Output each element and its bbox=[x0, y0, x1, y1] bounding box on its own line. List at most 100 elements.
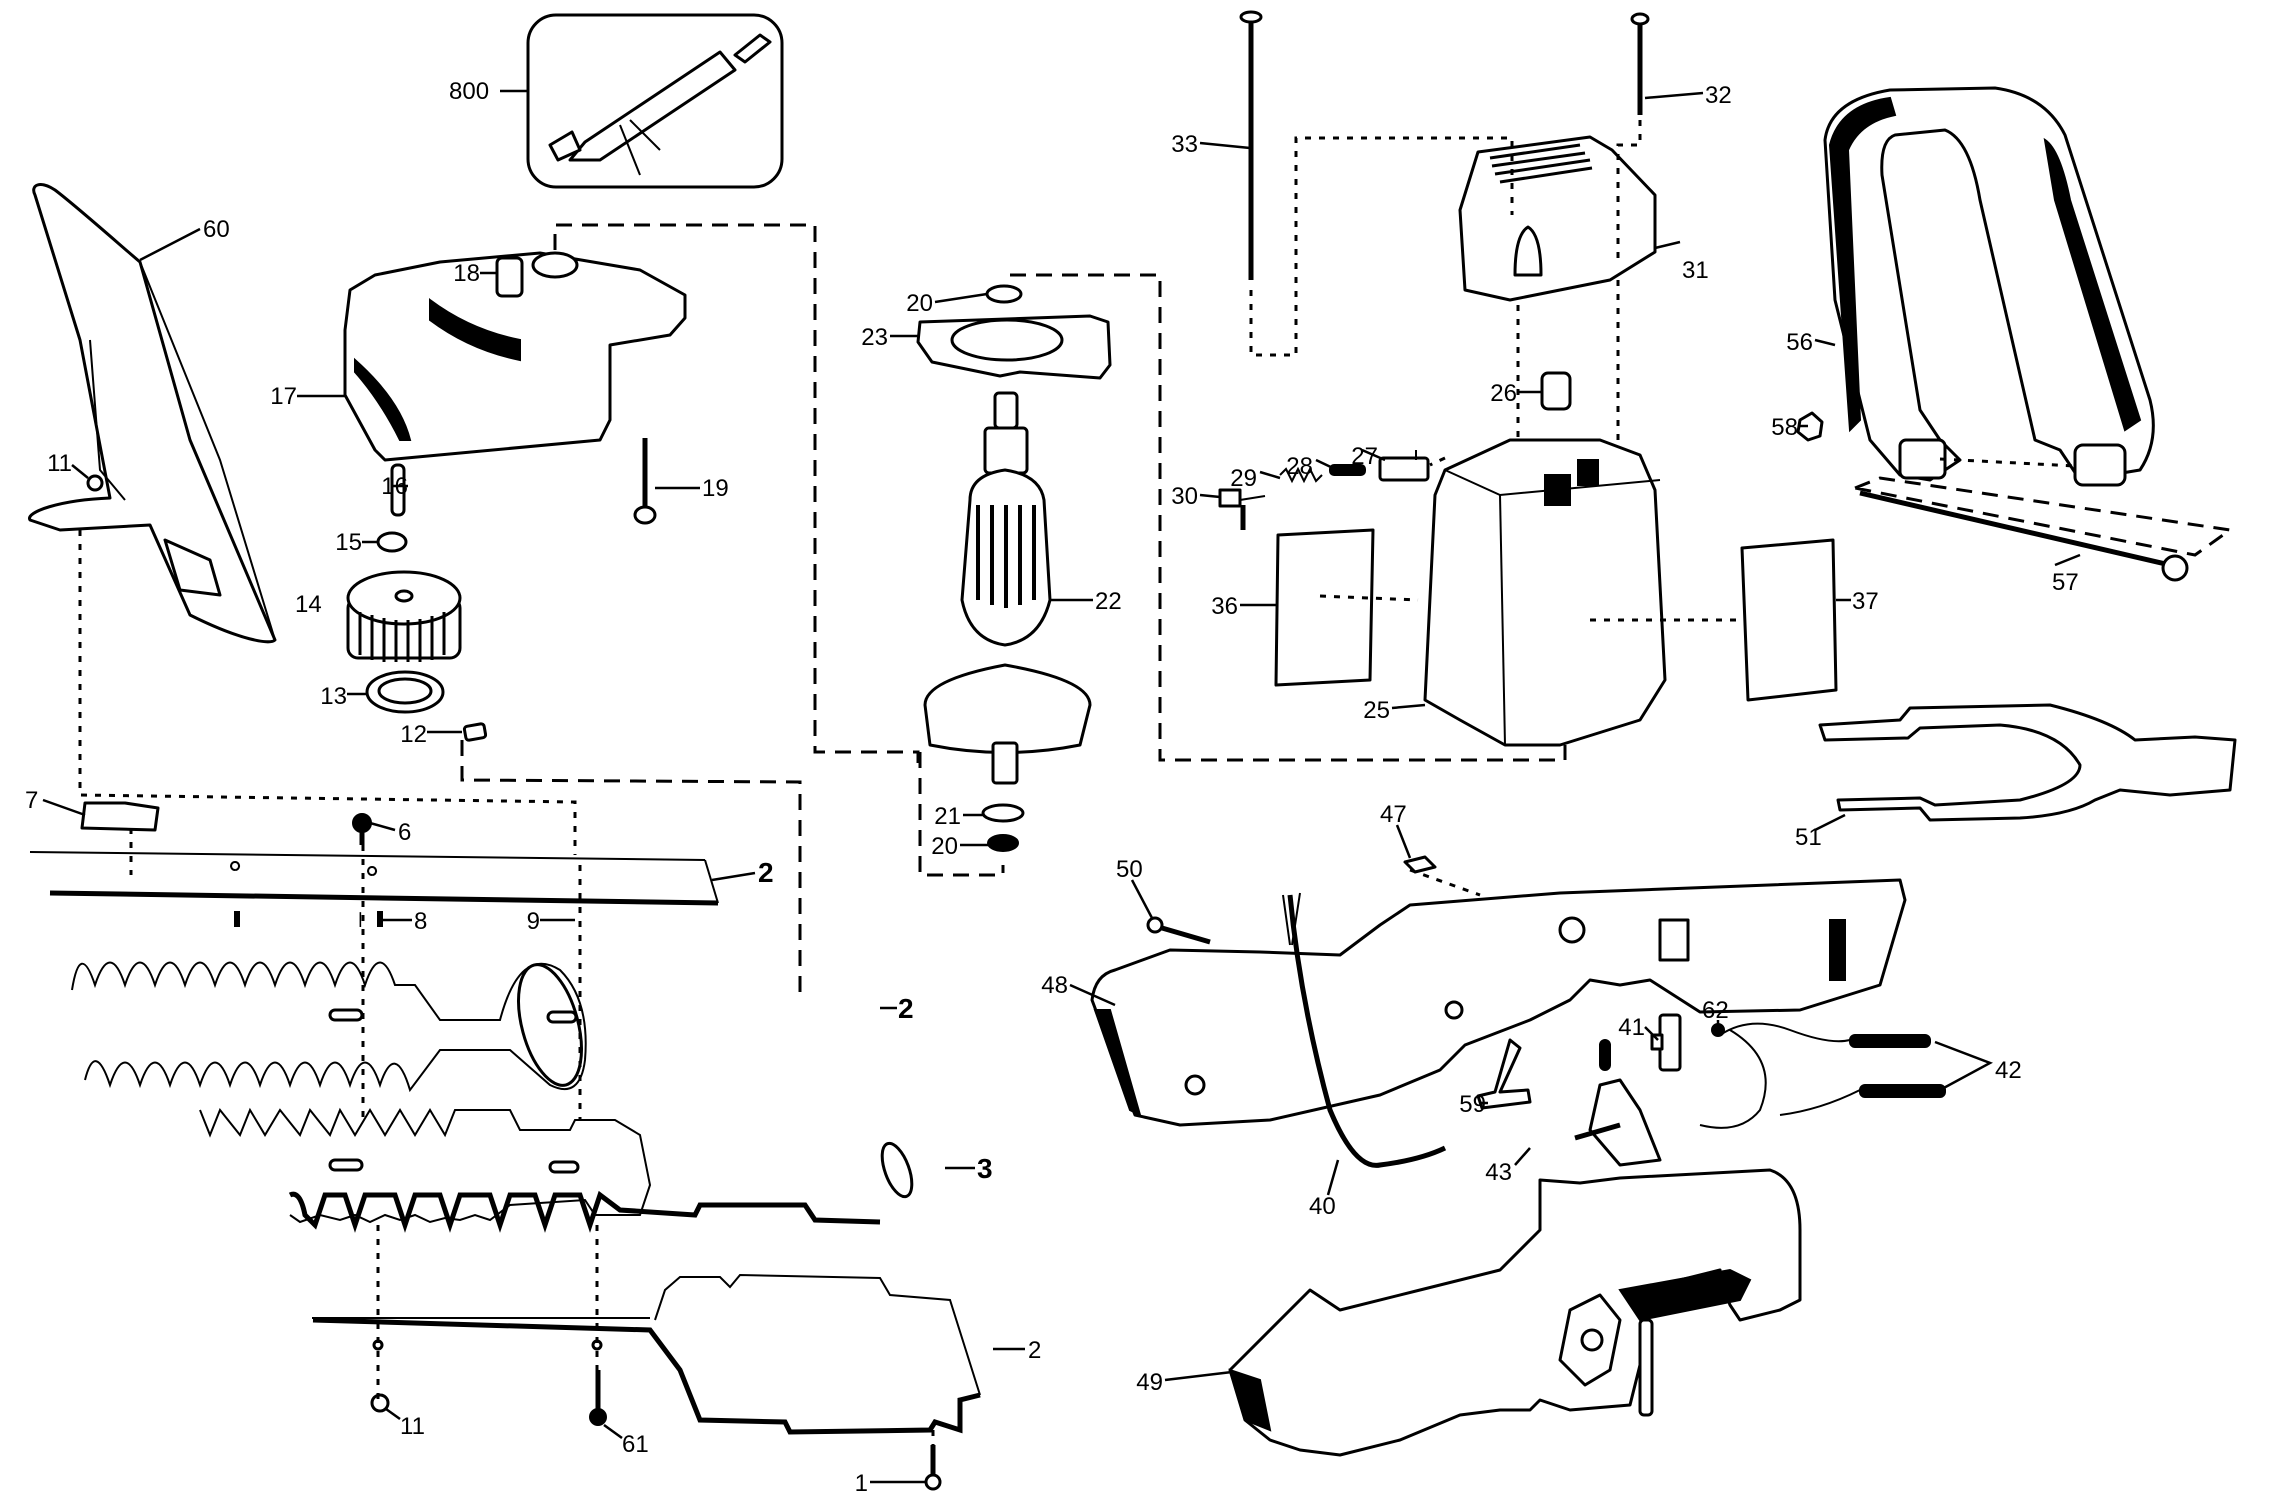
callout-18: 18 bbox=[453, 260, 480, 287]
callout-48: 48 bbox=[1041, 972, 1068, 999]
callout-17: 17 bbox=[270, 383, 297, 410]
callout-47: 47 bbox=[1380, 801, 1407, 828]
callout-43: 43 bbox=[1485, 1159, 1512, 1186]
callout-50: 50 bbox=[1116, 856, 1143, 883]
callout-6: 6 bbox=[398, 819, 411, 846]
screw-tip bbox=[924, 1445, 942, 1491]
cord bbox=[1282, 892, 1447, 1168]
handle-bolt bbox=[1859, 490, 2189, 582]
armature bbox=[923, 391, 1092, 785]
callout-12: 12 bbox=[400, 721, 427, 748]
guard-shield bbox=[28, 183, 277, 644]
blade-plate-bottom bbox=[312, 1273, 981, 1435]
label-plate bbox=[80, 801, 160, 832]
housing-half-left bbox=[1090, 878, 1907, 1127]
screw-gearcase bbox=[633, 438, 657, 525]
terminals bbox=[1699, 1022, 1946, 1129]
tool-icon bbox=[548, 33, 772, 176]
callout-62: 62 bbox=[1702, 997, 1729, 1024]
callout-1: 1 bbox=[855, 1470, 868, 1497]
callout-2-bottom: 2 bbox=[1028, 1337, 1041, 1364]
washer-armature bbox=[981, 803, 1025, 823]
bearing-sleeve-motor bbox=[1540, 371, 1572, 411]
front-handle bbox=[1823, 86, 2155, 487]
callout-20-top: 20 bbox=[906, 290, 933, 317]
baffle bbox=[916, 314, 1112, 380]
gear-case bbox=[343, 251, 687, 462]
callout-11-upper: 11 bbox=[47, 450, 72, 477]
callout-60: 60 bbox=[203, 216, 230, 243]
rivet-a-glyph: ꟾ bbox=[358, 912, 363, 931]
callout-26: 26 bbox=[1490, 380, 1517, 407]
callout-41: 41 bbox=[1618, 1014, 1645, 1041]
lock-off-lever bbox=[1818, 703, 2237, 822]
callout-29: 29 bbox=[1230, 465, 1257, 492]
long-screw-left bbox=[1239, 10, 1263, 280]
screw-blade bbox=[589, 1370, 607, 1426]
alignment-lines bbox=[78, 120, 2076, 1445]
callout-19: 19 bbox=[702, 475, 729, 502]
callout-40: 40 bbox=[1309, 1193, 1336, 1220]
callout-36: 36 bbox=[1211, 593, 1238, 620]
field-housing bbox=[1423, 438, 1667, 747]
switch bbox=[1650, 1013, 1682, 1072]
callout-20-bottom: 20 bbox=[931, 833, 958, 860]
inset-tool-box bbox=[500, 13, 784, 189]
callout-57: 57 bbox=[2052, 569, 2079, 596]
callout-33: 33 bbox=[1171, 131, 1198, 158]
brush-terminal bbox=[1218, 488, 1266, 530]
callout-27: 27 bbox=[1351, 443, 1378, 470]
brush bbox=[1329, 464, 1366, 476]
callout-9: 9 bbox=[527, 908, 540, 935]
callout-11-lower: 11 bbox=[400, 1413, 425, 1440]
washer-ring bbox=[365, 670, 445, 714]
bearing-sleeve-gearcase bbox=[495, 256, 524, 298]
callout-21: 21 bbox=[934, 803, 961, 830]
trigger bbox=[1574, 1039, 1662, 1167]
blade-lower bbox=[199, 1107, 914, 1224]
nut-lower bbox=[370, 1393, 390, 1413]
actuator bbox=[1476, 1038, 1532, 1110]
screw-plate bbox=[352, 813, 372, 845]
gear bbox=[346, 570, 462, 662]
housing-screw bbox=[1146, 916, 1211, 945]
callout-32: 32 bbox=[1705, 82, 1732, 109]
callout-16: 16 bbox=[381, 473, 408, 500]
blade-upper bbox=[71, 961, 587, 1093]
callout-8: 8 bbox=[414, 908, 427, 935]
callout-2-upper-blade: 2 bbox=[898, 993, 914, 1024]
callout-49: 49 bbox=[1136, 1369, 1163, 1396]
callout-30: 30 bbox=[1171, 483, 1198, 510]
callout-23: 23 bbox=[861, 324, 888, 351]
motor-cap bbox=[1458, 135, 1657, 302]
bearing-top bbox=[985, 284, 1023, 304]
rivet-b bbox=[377, 911, 383, 927]
callout-58: 58 bbox=[1771, 414, 1798, 441]
callout-2-top: 2 bbox=[758, 857, 774, 888]
callout-labels: 800 60 18 17 11 16 19 15 14 13 12 7 6 2 … bbox=[25, 78, 2079, 1497]
pin bbox=[390, 463, 406, 517]
callout-13: 13 bbox=[320, 683, 347, 710]
bearing-bottom bbox=[987, 834, 1019, 852]
leader-lines bbox=[42, 91, 2081, 1484]
rivet-a bbox=[234, 911, 240, 927]
small-label bbox=[1403, 855, 1437, 874]
nameplate-left bbox=[1274, 528, 1375, 687]
long-screw-right bbox=[1630, 12, 1650, 115]
blade-tooth-bar bbox=[288, 1190, 881, 1233]
slide-block bbox=[462, 722, 488, 742]
callout-25: 25 bbox=[1363, 697, 1390, 724]
handle-alignment bbox=[1849, 476, 2234, 557]
callout-59: 59 bbox=[1459, 1091, 1486, 1118]
brush-holder bbox=[1378, 450, 1430, 482]
callout-15: 15 bbox=[335, 529, 362, 556]
callout-28: 28 bbox=[1286, 453, 1313, 480]
nut-upper bbox=[86, 474, 104, 492]
handle-nut bbox=[1796, 411, 1824, 442]
retaining-clip bbox=[376, 531, 408, 553]
callout-3: 3 bbox=[977, 1153, 993, 1184]
callout-31: 31 bbox=[1682, 257, 1709, 284]
callout-800: 800 bbox=[449, 78, 489, 105]
callout-42: 42 bbox=[1995, 1057, 2022, 1084]
